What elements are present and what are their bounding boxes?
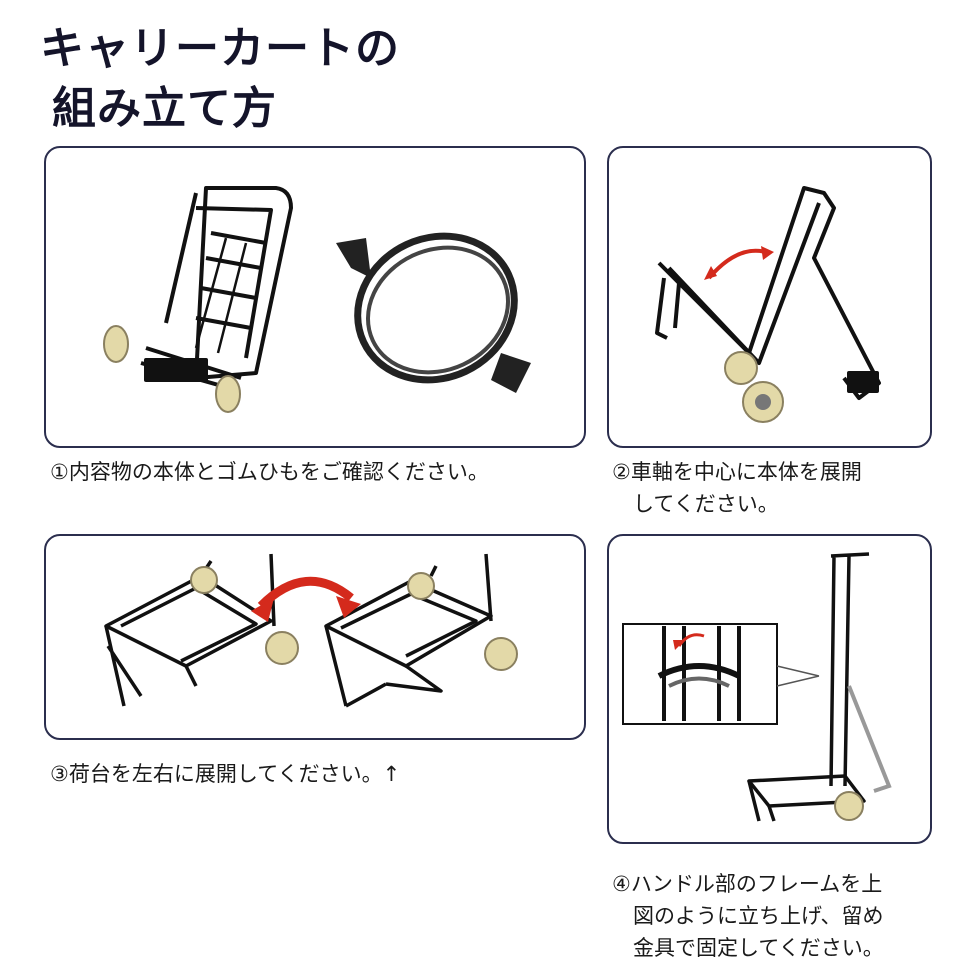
step1-panel <box>44 146 586 448</box>
step4-caption-line: 金具で固定してください。 <box>612 936 884 960</box>
step4-illustration <box>622 552 892 822</box>
page-title-line1: キャリーカートの <box>40 23 400 74</box>
wheel-right <box>215 375 241 413</box>
step4-caption: ④ハンドル部のフレームを上 図のように立ち上げ、留め 金具で固定してください。 <box>612 868 884 964</box>
wheel-left <box>103 325 129 363</box>
step1-caption: ①内容物の本体とゴムひもをご確認ください。 <box>50 456 489 488</box>
step3-illustration <box>104 553 518 708</box>
step2-caption-line: してください。 <box>612 492 779 516</box>
step4-panel <box>607 534 932 844</box>
step4-caption-line: 図のように立ち上げ、留め <box>612 904 884 928</box>
step3-caption-line: ③荷台を左右に展開してください。↑ <box>50 762 401 786</box>
page-title-line2: 組み立て方 <box>52 83 277 134</box>
step1-illustration <box>103 186 531 413</box>
rotate-arrow <box>257 576 354 610</box>
wheel-back <box>724 351 758 385</box>
step1-caption-line: ①内容物の本体とゴムひもをご確認ください。 <box>50 460 489 484</box>
bungee-cord-image <box>336 232 531 393</box>
folded-cart-image <box>140 186 293 392</box>
detail-inset <box>622 623 778 725</box>
step2-caption: ②車軸を中心に本体を展開 してください。 <box>612 456 862 520</box>
step3-panel <box>44 534 586 740</box>
step2-panel <box>607 146 932 448</box>
step3-caption: ③荷台を左右に展開してください。↑ <box>50 758 400 790</box>
rotate-arrow <box>707 248 770 280</box>
step4-caption-line: ④ハンドル部のフレームを上 <box>612 872 883 896</box>
step2-illustration <box>655 186 881 423</box>
step2-caption-line: ②車軸を中心に本体を展開 <box>612 460 862 484</box>
